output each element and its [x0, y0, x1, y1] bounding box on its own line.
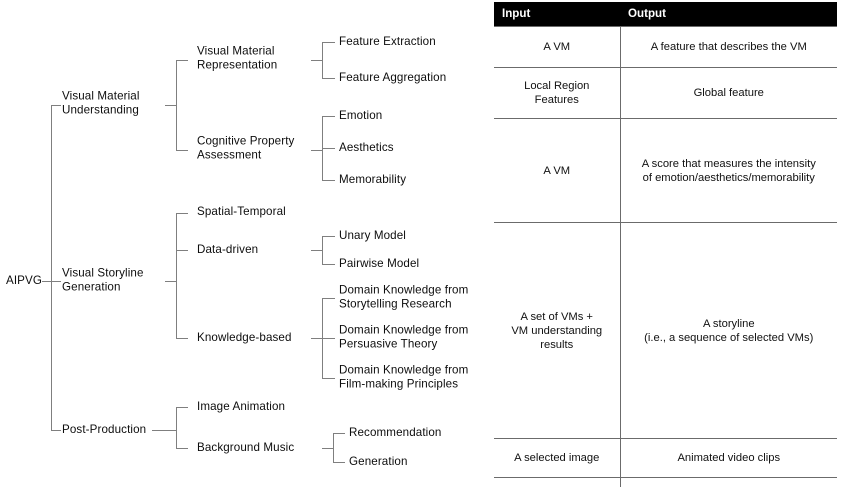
tree-connector-a2	[176, 150, 188, 151]
tree-connector-b1	[176, 213, 188, 214]
table-row: A generated video that has no BGM A BGM …	[494, 477, 837, 487]
tree-node-data-driven: Data-driven	[197, 242, 259, 256]
tree-spine-a1	[322, 42, 323, 78]
tree-node-spatial-temporal: Spatial-Temporal	[197, 204, 286, 218]
tree-spine-b2	[322, 236, 323, 264]
tree-node-domain-knowledge-persuasive: Domain Knowledge from Persuasive Theory	[339, 323, 469, 351]
tree-connector-b2	[176, 250, 188, 251]
tree-node-unary-model: Unary Model	[339, 228, 407, 242]
table-cell-input: Local Region Features	[494, 67, 621, 119]
tree-node-cognitive-property-assessment: Cognitive Property Assessment	[197, 134, 295, 162]
tree-connector-b3	[176, 338, 188, 339]
tree-spine-c2	[333, 433, 334, 462]
tree-node-pairwise-model: Pairwise Model	[339, 256, 420, 270]
table-header-input: Input	[494, 2, 620, 27]
tree-node-post-production: Post-Production	[62, 422, 147, 436]
tree-connector-a1-c1	[322, 42, 335, 43]
tree-connector-b2-in	[311, 250, 322, 251]
tree-node-visual-material-understanding: Visual Material Understanding	[62, 89, 140, 117]
table-cell-output: A feature that describes the VM	[620, 26, 837, 68]
tree-connector-c1	[176, 407, 188, 408]
tree-connector-b2-c1	[322, 236, 335, 237]
tree-connector-c2-c1	[333, 433, 345, 434]
table-cell-input: A VM	[494, 118, 621, 223]
tree-connector-a2-c3	[322, 180, 335, 181]
table-row: A set of VMs + VM understanding results …	[494, 222, 837, 439]
tree-node-feature-aggregation: Feature Aggregation	[339, 70, 447, 84]
tree-connector-l1-a	[51, 105, 61, 106]
table-cell-input: A selected image	[494, 438, 621, 478]
tree-connector-a1-c2	[322, 78, 335, 79]
tree-connector-c-in	[152, 430, 176, 431]
tree-node-image-animation: Image Animation	[197, 399, 286, 413]
table-cell-output: Animated video clips	[620, 438, 837, 478]
tree-connector-a2-c2	[322, 148, 335, 149]
table-cell-output: A storyline (i.e., a sequence of selecte…	[620, 222, 837, 439]
tree-connector-a1	[176, 60, 188, 61]
input-output-table: Input Output A VM A feature that describ…	[494, 2, 837, 487]
tree-connector-b3-c3	[322, 378, 335, 379]
tree-node-domain-knowledge-film-making: Domain Knowledge from Film-making Princi…	[339, 363, 469, 391]
table-row: Local Region Features Global feature	[494, 67, 837, 119]
tree-connector-b3-c1	[322, 298, 335, 299]
tree-node-aesthetics: Aesthetics	[339, 140, 394, 154]
table-cell-output: Global feature	[620, 67, 837, 119]
tree-node-emotion: Emotion	[339, 108, 383, 122]
tree-node-recommendation: Recommendation	[349, 425, 442, 439]
tree-node-visual-storyline-generation: Visual Storyline Generation	[62, 266, 144, 294]
tree-connector-c2-in	[322, 448, 333, 449]
taxonomy-tree: AIPVG Visual Material Understanding Visu…	[6, 34, 469, 468]
table-cell-input: A generated video that has no BGM	[494, 477, 621, 487]
tree-spine-b	[176, 213, 177, 338]
tree-connector-c2	[176, 448, 188, 449]
table-row: A VM A score that measures the intensity…	[494, 118, 837, 223]
tree-spine-c	[176, 407, 177, 448]
tree-connector-a2-in	[311, 150, 322, 151]
tree-connector-b-in	[165, 281, 176, 282]
table-row: A VM A feature that describes the VM	[494, 26, 837, 68]
tree-connector-l1-b	[51, 281, 61, 282]
tree-node-root: AIPVG	[6, 273, 43, 287]
tree-spine-level1	[51, 105, 52, 430]
tree-node-visual-material-representation: Visual Material Representation	[197, 44, 278, 72]
table-cell-input: A VM	[494, 26, 621, 68]
tree-connector-b3-in	[311, 338, 322, 339]
tree-connector-l1-c	[51, 430, 61, 431]
tree-connector-b2-c2	[322, 264, 335, 265]
table-cell-input: A set of VMs + VM understanding results	[494, 222, 621, 439]
table-row: A selected image Animated video clips	[494, 438, 837, 478]
tree-node-background-music: Background Music	[197, 440, 295, 454]
tree-node-domain-knowledge-storytelling: Domain Knowledge from Storytelling Resea…	[339, 283, 469, 311]
tree-node-feature-extraction: Feature Extraction	[339, 34, 436, 48]
tree-connector-c2-c2	[333, 462, 345, 463]
tree-connector-a-in	[165, 105, 176, 106]
tree-node-knowledge-based: Knowledge-based	[197, 330, 292, 344]
tree-connector-root-stub	[42, 281, 51, 282]
tree-connector-a2-c1	[322, 116, 335, 117]
tree-connector-b3-c2	[322, 338, 335, 339]
tree-connector-a1-in	[311, 60, 322, 61]
tree-node-memorability: Memorability	[339, 172, 407, 186]
table-header-output: Output	[620, 2, 837, 27]
table-header-row: Input Output	[494, 2, 837, 27]
tree-node-generation: Generation	[349, 454, 408, 468]
table-cell-output: A BGM selected from database	[620, 477, 837, 487]
table-cell-output: A score that measures the intensity of e…	[620, 118, 837, 223]
tree-spine-a	[176, 60, 177, 150]
